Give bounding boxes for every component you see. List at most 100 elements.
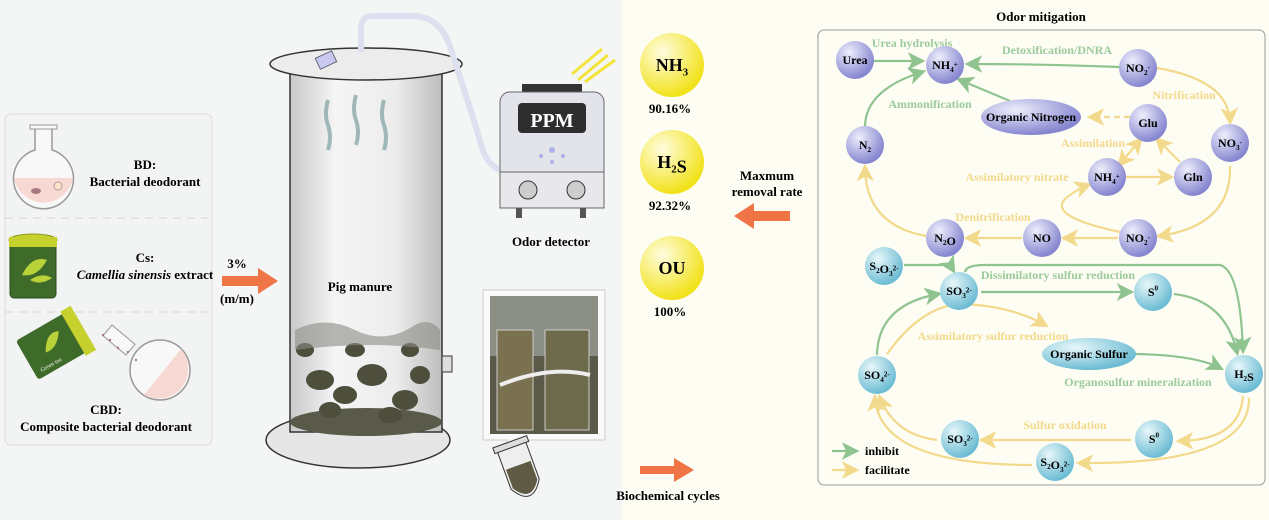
formula-label: NO3- [1218, 136, 1243, 152]
removal-value: 100% [654, 304, 687, 319]
cycle-arrow-icon [640, 458, 694, 482]
bd-name: Bacterial deodorant [90, 174, 202, 189]
detector-label: Odor detector [512, 234, 590, 249]
legend-facilitate: facilitate [865, 463, 910, 477]
node-sphere [858, 356, 896, 394]
node-sphere [1119, 219, 1157, 257]
node-so3a: SO32- [940, 272, 978, 310]
node-s0a: S0 [1134, 273, 1172, 311]
legend-inhibit: inhibit [865, 444, 899, 458]
node-sphere [1129, 104, 1167, 142]
label-urea-hydrolysis: Urea hydrolysis [872, 36, 953, 50]
label-assimilation: Assimilation [1061, 136, 1125, 150]
test-tube-icon [492, 435, 540, 497]
mitigation-title: Odor mitigation [996, 9, 1086, 24]
node-s2o3b: S2O32- [1036, 443, 1074, 481]
label-dissimilatory-sulfur: Dissimilatory sulfur reduction [981, 268, 1136, 282]
node-sphere [1088, 158, 1126, 196]
label-assimilatory-sulfur: Assimilatory sulfur reduction [918, 329, 1069, 343]
label-assimilatory-nitrate: Assimilatory nitrate [966, 170, 1070, 184]
formula-label: NO2- [1126, 231, 1151, 247]
formula-label: NH3 [656, 55, 689, 79]
node-so4: SO42- [858, 356, 896, 394]
formula-label: SO32- [947, 432, 973, 448]
formula-label: Organic Sulfur [1050, 347, 1128, 361]
formula-label: NO [1033, 231, 1051, 245]
gas-sphere [640, 236, 704, 300]
node-nh4b: NH4+ [1088, 158, 1126, 196]
sample-photo [482, 289, 606, 456]
node-sphere [1119, 49, 1157, 87]
formula-label: OU [659, 258, 686, 278]
add-arrow-icon [222, 268, 278, 294]
node-no2a: NO2- [1119, 49, 1157, 87]
treatment-panel: BD: Bacterial deodorant Cs: Camellia sin… [4, 113, 214, 446]
node-sphere [1225, 355, 1263, 393]
formula-label: S0 [1149, 432, 1160, 446]
label-detox-dnra: Detoxification/DNRA [1002, 43, 1112, 57]
cs-code: Cs: [136, 250, 155, 265]
formula-label: S0 [1148, 285, 1159, 299]
node-ellipse [1042, 338, 1136, 370]
node-s2o3a: S2O32- [865, 247, 903, 285]
detector-display: PPM [530, 110, 573, 132]
removal-label-line2: removal rate [732, 184, 803, 199]
formula-label: SO42- [864, 368, 890, 384]
node-orgs: Organic Sulfur [1042, 338, 1136, 370]
dose-unit: (m/m) [220, 291, 254, 306]
formula-label: N2 [859, 138, 872, 154]
node-orgn: Organic Nitrogen [981, 99, 1081, 135]
formula-label: Glu [1138, 116, 1158, 130]
node-no: NO [1023, 219, 1061, 257]
green-tea-can-icon [8, 233, 58, 299]
removal-value: 92.32% [649, 198, 691, 213]
label-denitrification: Denitrification [955, 210, 1031, 224]
node-so3b: SO32- [941, 420, 979, 458]
removal-item: OU 100% [640, 236, 704, 319]
bd-code: BD: [134, 157, 156, 172]
label-sulfur-oxidation: Sulfur oxidation [1023, 418, 1107, 432]
biochemical-cycles-label: Biochemical cycles [616, 488, 720, 503]
formula-label: H2S [657, 152, 686, 177]
label-nitrification: Nitrification [1152, 88, 1216, 102]
node-sphere [1135, 420, 1173, 458]
node-s0b: S0 [1135, 420, 1173, 458]
node-sphere [1174, 158, 1212, 196]
node-nh4a: NH4+ [926, 46, 964, 84]
formula-label: Urea [842, 53, 867, 67]
formula-label: NH4+ [932, 58, 958, 74]
removal-label-line1: Maxmum [740, 168, 794, 183]
removal-arrow-icon [734, 203, 790, 229]
cs-name: Camellia sinensis extract [77, 267, 214, 282]
pathway-arrows [832, 52, 1252, 479]
node-sphere [926, 219, 964, 257]
gas-sphere [640, 130, 704, 194]
node-sphere [1036, 443, 1074, 481]
dose-value: 3% [227, 256, 247, 271]
mitigation-frame [817, 29, 1266, 486]
formula-label: H2S [1234, 367, 1254, 384]
node-urea: Urea [836, 41, 874, 79]
node-sphere [1134, 273, 1172, 311]
gas-sphere [640, 33, 704, 97]
formula-label: S2O32- [869, 259, 899, 278]
node-sphere [926, 46, 964, 84]
flask-icon [12, 124, 75, 210]
node-glu: Glu [1129, 104, 1167, 142]
odor-detector-icon [499, 47, 616, 218]
node-sphere [865, 247, 903, 285]
node-sphere [940, 272, 978, 310]
node-n2o: N2O [926, 219, 964, 257]
green-tea-can-tilted-icon: Green tea [16, 305, 97, 379]
formula-label: NH4+ [1094, 170, 1120, 186]
node-h2s: H2S [1225, 355, 1263, 393]
node-sphere [836, 41, 874, 79]
node-sphere [1023, 219, 1061, 257]
formula-label: SO32- [946, 284, 972, 300]
formula-label: Organic Nitrogen [986, 110, 1076, 124]
label-ammonification: Ammonification [888, 97, 972, 111]
formula-label: Gln [1183, 170, 1203, 184]
flask-tilted-icon [101, 324, 191, 401]
